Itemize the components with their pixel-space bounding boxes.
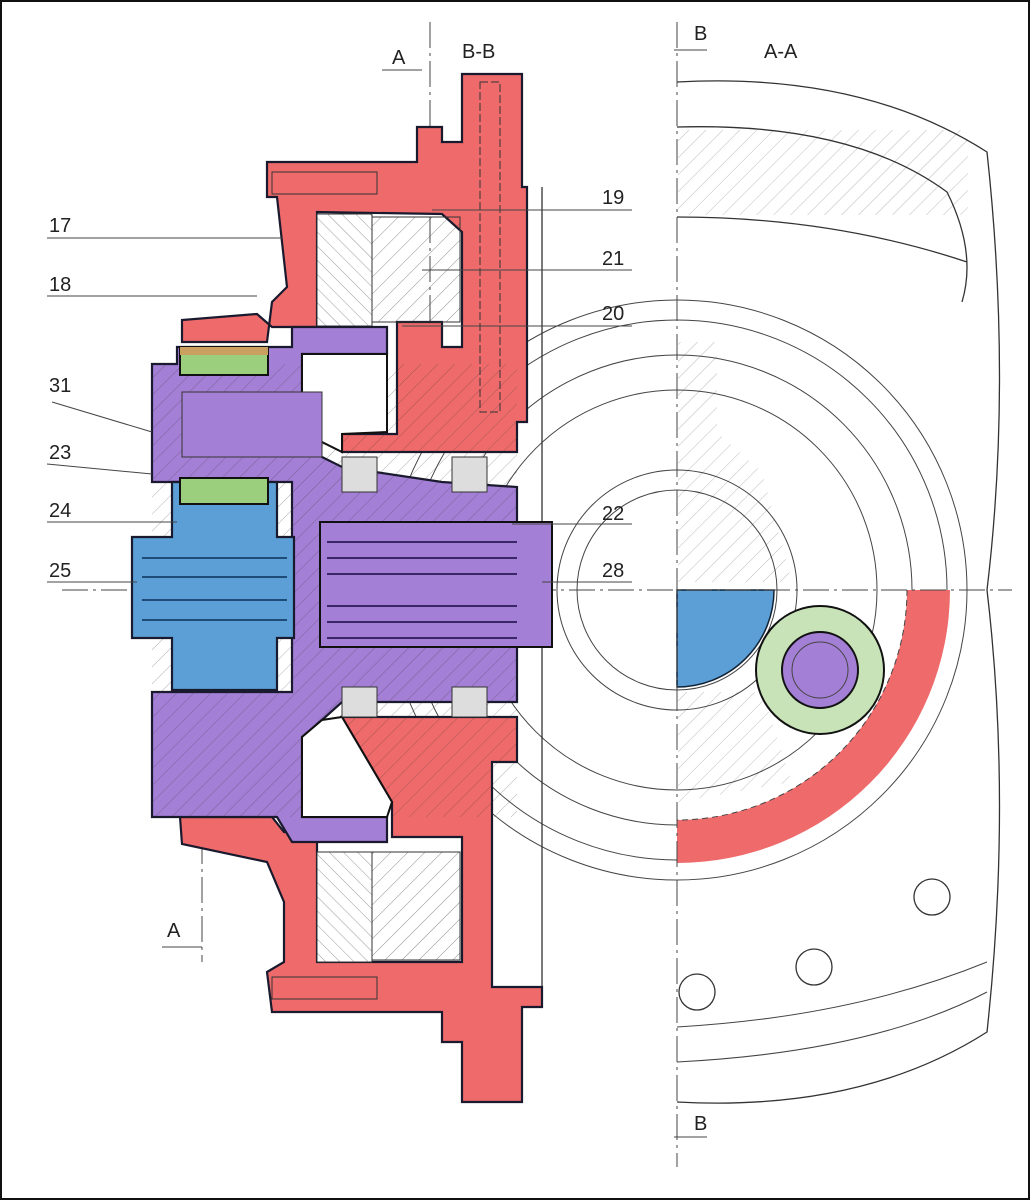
bushing-top bbox=[180, 347, 268, 355]
callout-22: 22 bbox=[602, 503, 624, 525]
cut-a-bottom-label: A bbox=[167, 920, 181, 942]
planet-pin bbox=[781, 631, 859, 709]
view-bb bbox=[130, 72, 553, 1104]
cut-b-bottom-label: B bbox=[694, 1113, 707, 1135]
callout-25: 25 bbox=[49, 560, 71, 582]
ring-gear-housing-section bbox=[677, 590, 950, 863]
callout-21: 21 bbox=[602, 248, 624, 270]
ring-gear-teeth bbox=[676, 589, 908, 821]
callout-19: 19 bbox=[602, 187, 624, 209]
planet-bottom bbox=[179, 477, 269, 505]
callout-20: 20 bbox=[602, 303, 624, 325]
callout-23: 23 bbox=[49, 442, 71, 464]
output-shaft bbox=[319, 521, 553, 648]
sun-gear bbox=[130, 480, 296, 692]
cut-a-top-label: A bbox=[392, 47, 406, 69]
callout-18: 18 bbox=[49, 274, 71, 296]
cut-b-top-label: B bbox=[694, 23, 707, 45]
view-bb-label: B-B bbox=[462, 41, 495, 63]
leader-lines bbox=[46, 49, 707, 1138]
callout-31: 31 bbox=[49, 375, 71, 397]
view-aa-label: A-A bbox=[764, 41, 798, 63]
callout-28: 28 bbox=[602, 560, 624, 582]
callout-24: 24 bbox=[49, 500, 71, 522]
sun-gear-section bbox=[676, 589, 775, 688]
callout-17: 17 bbox=[49, 215, 71, 237]
